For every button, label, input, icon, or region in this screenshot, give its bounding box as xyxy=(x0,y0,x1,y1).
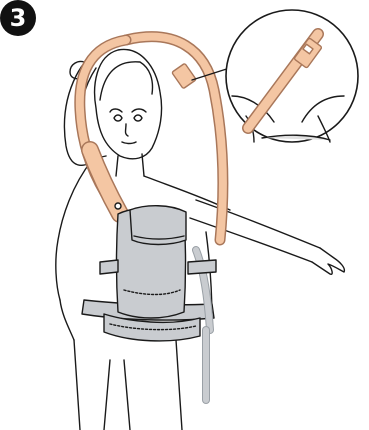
baby-carrier-icon xyxy=(82,206,216,400)
